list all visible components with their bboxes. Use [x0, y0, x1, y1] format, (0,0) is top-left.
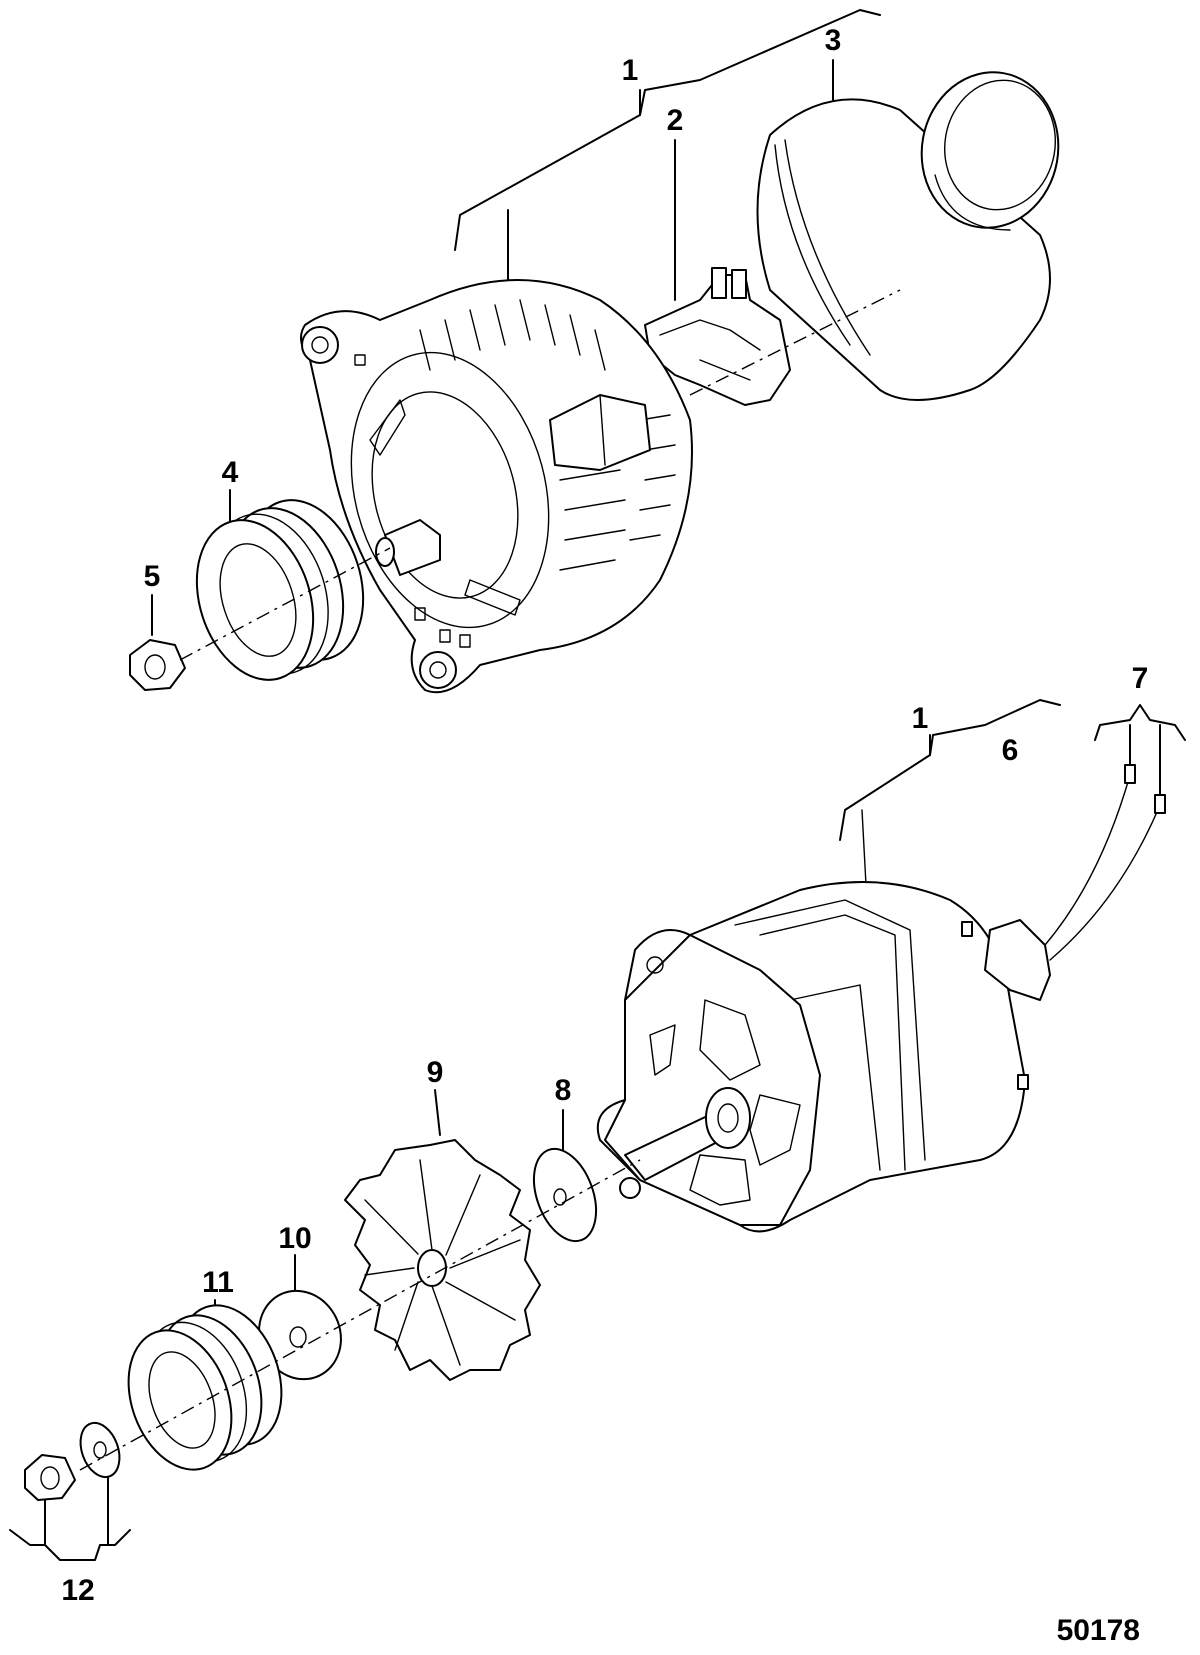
callout-7: 7 [1132, 662, 1149, 695]
callout-3: 3 [825, 24, 842, 57]
callout-1-top: 1 [622, 54, 639, 87]
bracket-7 [1094, 704, 1186, 741]
leader-9 [434, 1089, 441, 1136]
figure-number: 50178 [1057, 1614, 1140, 1647]
pulley-top [195, 499, 365, 681]
washer-8 [532, 1147, 598, 1243]
voltage-regulator [644, 267, 791, 406]
top-alternator-assembly [129, 9, 1060, 694]
axis-bottom [79, 1159, 641, 1471]
callout-10: 10 [278, 1222, 311, 1255]
bracket-1-bottom [839, 699, 1061, 841]
fan [344, 1139, 541, 1381]
callout-8: 8 [555, 1074, 572, 1107]
callout-6: 6 [1002, 734, 1019, 767]
wiring-harness [984, 764, 1166, 1001]
rear-cover [756, 71, 1060, 401]
callout-4: 4 [222, 456, 239, 489]
lock-washer [79, 1421, 121, 1479]
callout-9: 9 [427, 1056, 444, 1089]
alternator-housing-top [300, 279, 693, 694]
nut-top [129, 639, 186, 691]
pulley-bottom [127, 1304, 283, 1471]
callout-11: 11 [202, 1266, 234, 1299]
bracket-1-top [454, 9, 881, 251]
alternator-housing-bottom [596, 881, 1029, 1233]
nut-bottom [24, 1454, 76, 1501]
callout-12: 12 [61, 1574, 94, 1607]
callout-1-bottom: 1 [912, 702, 929, 735]
callout-2: 2 [667, 104, 684, 137]
bracket-12 [9, 1529, 131, 1561]
axis-top-rear [689, 289, 901, 396]
axis-top-front [179, 547, 391, 661]
leader-1-bottom [861, 809, 867, 886]
bottom-alternator-assembly [9, 699, 1186, 1561]
callout-5: 5 [144, 560, 161, 593]
